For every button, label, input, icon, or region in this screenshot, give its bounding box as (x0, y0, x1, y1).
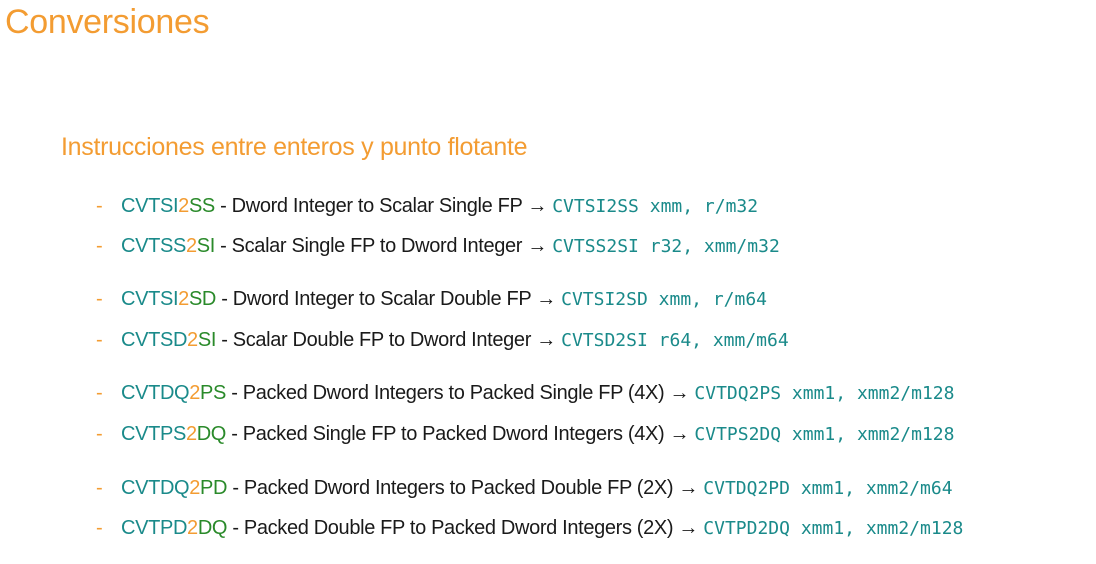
separator: - (214, 235, 232, 257)
mnemonic-target: SI (197, 329, 217, 351)
bullet-dash: - (96, 329, 103, 351)
arrow-icon: → (527, 195, 547, 217)
mnemonic-source: CVTPD (121, 517, 188, 539)
section-heading: Instrucciones entre enteros y punto flot… (61, 133, 528, 161)
list-item: -CVTPD2DQ - Packed Double FP to Packed D… (96, 515, 963, 542)
instruction-description: Dword Integer to Scalar Double FP (232, 288, 532, 310)
instruction-syntax: CVTDQ2PS xmm1, xmm2/m128 (694, 383, 955, 404)
list-item: -CVTSD2SI - Scalar Double FP to Dword In… (96, 327, 789, 354)
mnemonic-source: CVTDQ (121, 382, 190, 404)
arrow-icon: → (527, 235, 547, 257)
mnemonic-source: CVTDQ (121, 477, 190, 499)
list-item: -CVTDQ2PD - Packed Dword Integers to Pac… (96, 475, 953, 502)
instruction-description: Dword Integer to Scalar Single FP (231, 195, 523, 217)
list-item: -CVTPS2DQ - Packed Single FP to Packed D… (96, 421, 954, 448)
mnemonic-target: SS (188, 195, 215, 217)
arrow-icon: → (678, 477, 699, 499)
mnemonic-to: 2 (189, 477, 201, 499)
mnemonic-target: PS (200, 382, 227, 404)
separator: - (227, 517, 244, 539)
instruction-description: Packed Double FP to Packed Dword Integer… (243, 517, 674, 539)
separator: - (216, 329, 233, 351)
mnemonic-source: CVTSI (121, 288, 179, 310)
arrow-icon: → (678, 517, 699, 539)
slide-title: Conversiones (5, 3, 210, 41)
instruction-description: Scalar Single FP to Dword Integer (231, 235, 523, 257)
instruction-description: Packed Dword Integers to Packed Single F… (242, 382, 665, 404)
bullet-dash: - (96, 195, 103, 217)
mnemonic-to: 2 (189, 382, 201, 404)
separator: - (226, 423, 243, 445)
mnemonic-source: CVTSI (121, 195, 179, 217)
bullet-dash: - (96, 235, 103, 257)
mnemonic-target: SI (196, 235, 216, 257)
list-item: -CVTDQ2PS - Packed Dword Integers to Pac… (96, 380, 954, 407)
list-item: -CVTSI2SD - Dword Integer to Scalar Doub… (96, 286, 767, 313)
mnemonic-target: DQ (196, 423, 227, 445)
instruction-syntax: CVTPD2DQ xmm1, xmm2/m128 (703, 518, 964, 539)
separator: - (227, 477, 244, 499)
list-item: -CVTSS2SI - Scalar Single FP to Dword In… (96, 233, 780, 260)
arrow-icon: → (669, 423, 690, 445)
mnemonic-to: 2 (187, 329, 198, 351)
separator: - (214, 195, 232, 217)
bullet-dash: - (96, 477, 103, 499)
instruction-description: Scalar Double FP to Dword Integer (232, 329, 532, 351)
separator: - (216, 288, 233, 310)
mnemonic-to: 2 (178, 195, 189, 217)
mnemonic-to: 2 (185, 423, 197, 445)
mnemonic-to: 2 (187, 517, 198, 539)
separator: - (226, 382, 243, 404)
instruction-description: Packed Single FP to Packed Dword Integer… (242, 423, 665, 445)
bullet-dash: - (96, 517, 103, 539)
instruction-syntax: CVTDQ2PD xmm1, xmm2/m64 (703, 478, 953, 499)
instruction-syntax: CVTSI2SS xmm, r/m32 (552, 196, 759, 217)
mnemonic-source: CVTSD (121, 329, 188, 351)
bullet-dash: - (96, 288, 103, 310)
instruction-syntax: CVTSI2SD xmm, r/m64 (561, 289, 768, 310)
mnemonic-source: CVTPS (121, 423, 186, 445)
bullet-dash: - (96, 423, 103, 445)
list-item: -CVTSI2SS - Dword Integer to Scalar Sing… (96, 193, 758, 220)
instruction-syntax: CVTSD2SI r64, xmm/m64 (561, 330, 789, 351)
mnemonic-target: DQ (197, 517, 228, 539)
bullet-dash: - (96, 382, 103, 404)
instruction-description: Packed Dword Integers to Packed Double F… (243, 477, 674, 499)
arrow-icon: → (536, 329, 556, 351)
mnemonic-to: 2 (185, 235, 197, 257)
instruction-syntax: CVTPS2DQ xmm1, xmm2/m128 (694, 424, 955, 445)
mnemonic-source: CVTSS (121, 235, 186, 257)
mnemonic-target: SD (188, 288, 217, 310)
instruction-syntax: CVTSS2SI r32, xmm/m32 (552, 236, 780, 257)
mnemonic-to: 2 (178, 288, 189, 310)
arrow-icon: → (536, 288, 556, 310)
mnemonic-target: PD (200, 477, 228, 499)
arrow-icon: → (669, 382, 690, 404)
